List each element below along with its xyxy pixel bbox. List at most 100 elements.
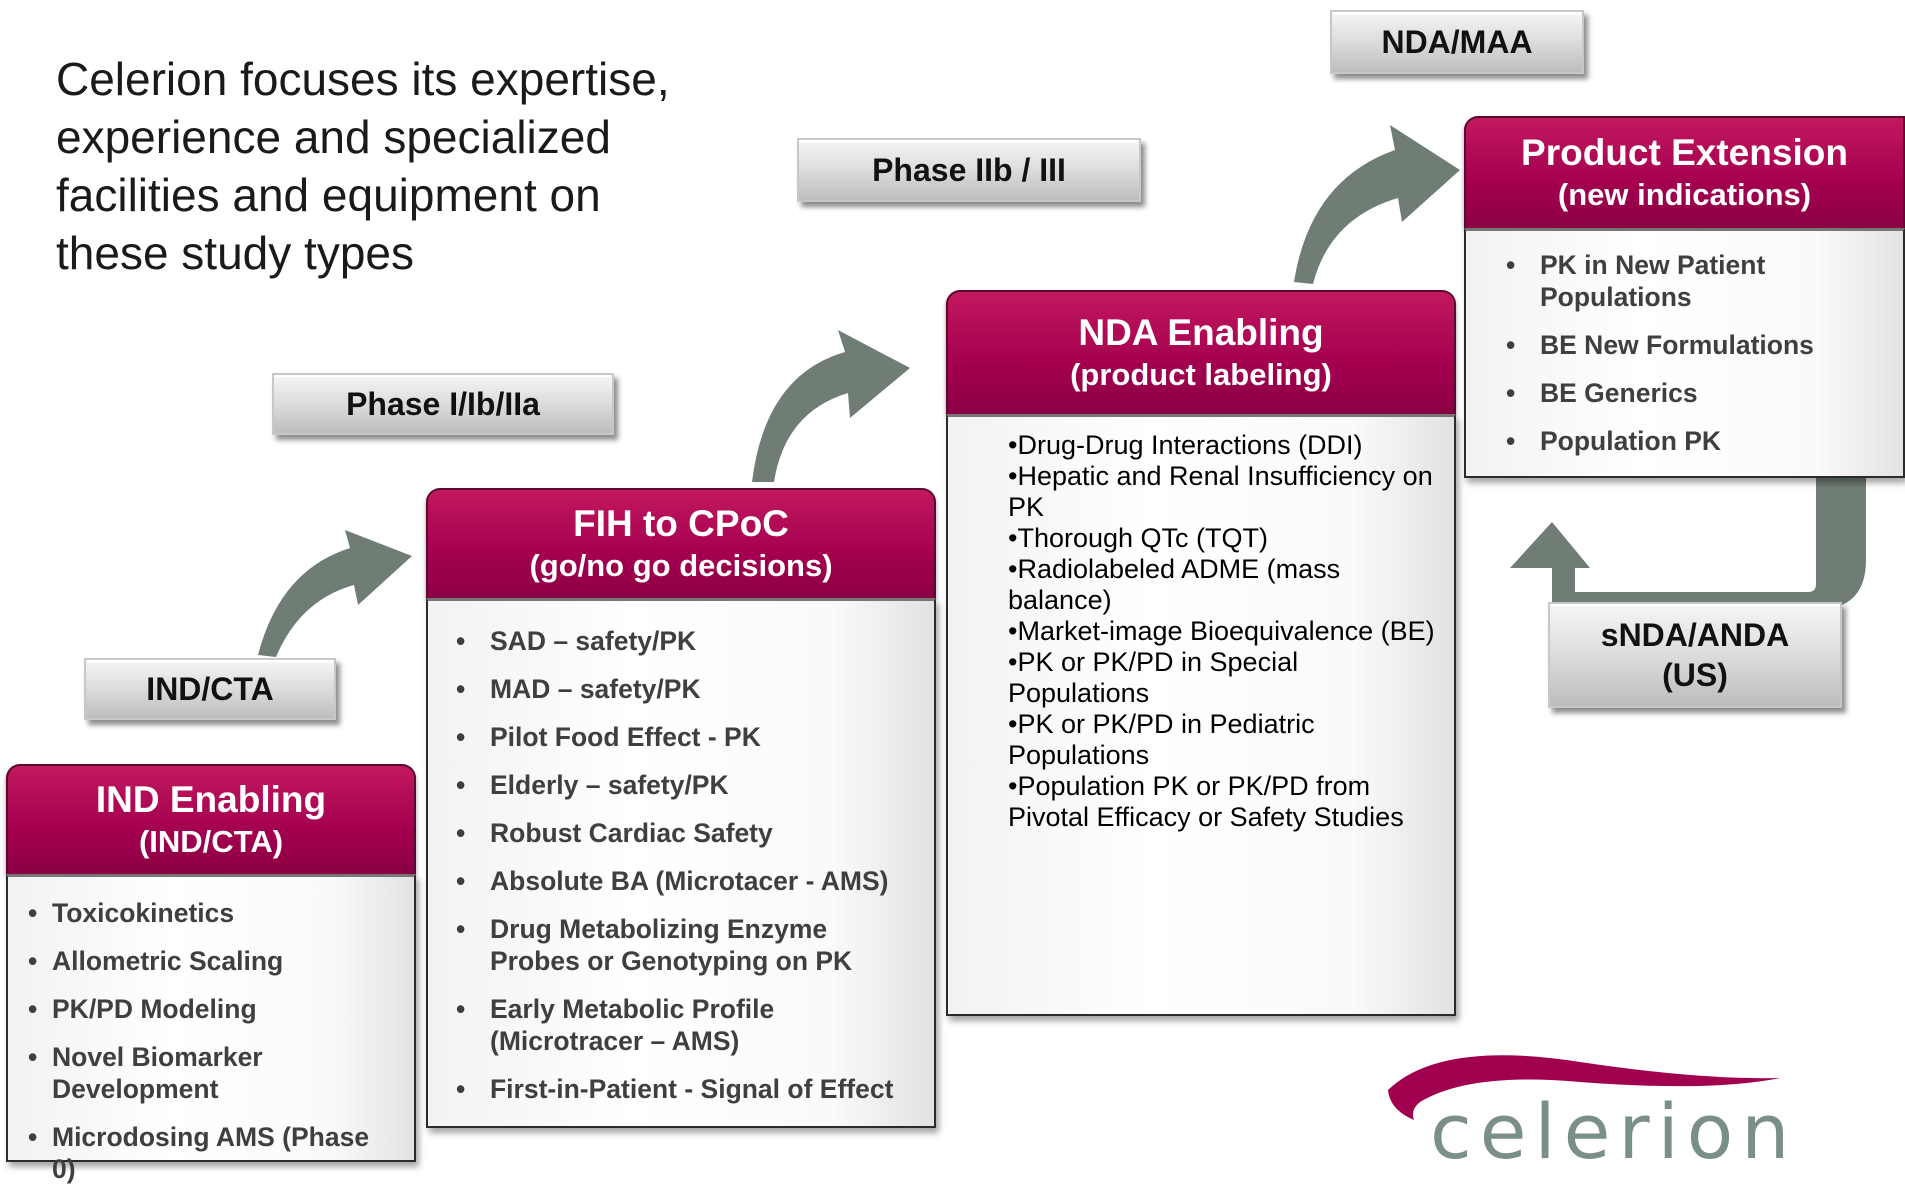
list-item: • BE New Formulations	[1506, 329, 1840, 361]
list-item-label: SAD – safety/PK	[490, 626, 697, 656]
card-fih-cpoc: FIH to CPoC (go/no go decisions) •SAD – …	[426, 488, 936, 1128]
list-item-label: Population PK or PK/PD from Pivotal Effi…	[1008, 771, 1404, 832]
card-title: Product Extension	[1521, 132, 1848, 173]
list-item-label: MAD – safety/PK	[490, 674, 701, 704]
list-item-label: Toxicokinetics	[52, 898, 235, 928]
bullet-icon: •	[456, 914, 466, 944]
intro-line: these study types	[56, 227, 414, 279]
bullet-icon: •	[28, 994, 38, 1024]
list-item: • Drug Metabolizing Enzyme Probes or Geno…	[456, 913, 920, 977]
bullet-icon: •	[456, 770, 466, 800]
intro-text: Celerion focuses its expertise, experien…	[56, 50, 736, 282]
list-item: •Population PK or PK/PD from Pivotal Eff…	[1008, 771, 1438, 833]
list-item-label: Pilot Food Effect - PK	[490, 722, 761, 752]
card-product-extension: Product Extension (new indications) •PK …	[1464, 116, 1905, 478]
list-item-label: PK in New Patient Populations	[1540, 250, 1766, 312]
logo-wordmark: celerion	[1430, 1087, 1797, 1162]
bullet-icon: •	[456, 818, 466, 848]
milestone-nda-maa: NDA/MAA	[1330, 10, 1584, 74]
list-item-label: Robust Cardiac Safety	[490, 818, 773, 848]
bullet-icon: •	[1008, 554, 1018, 584]
curved-arrow-icon	[752, 330, 910, 482]
bullet-icon: •	[28, 946, 38, 976]
milestone-phase1: Phase I/Ib/IIa	[272, 373, 614, 435]
list-item-label: PK or PK/PD in Special Populations	[1008, 647, 1299, 708]
milestone-phase3: Phase IIb / III	[797, 138, 1141, 202]
bullet-icon: •	[1008, 523, 1018, 553]
bullet-icon: •	[1008, 771, 1018, 801]
intro-line: experience and specialized	[56, 111, 611, 163]
logo-swoosh-icon	[1388, 1055, 1780, 1120]
list-item-label: First-in-Patient - Signal of Effect	[490, 1074, 894, 1104]
card-body	[946, 414, 1456, 1016]
bullet-icon: •	[28, 1042, 38, 1072]
study-list: • SAD – safety/PK • MAD – safety/PK • Pilot F…	[456, 625, 920, 1105]
list-item: • Robust Cardiac Safety	[456, 817, 920, 849]
list-item: • MAD – safety/PK	[456, 673, 920, 705]
list-item-label: BE New Formulations	[1540, 330, 1814, 360]
list-item: •Drug-Drug Interactions (DDI)	[1008, 430, 1438, 461]
celerion-logo: celerion	[1388, 1055, 1797, 1162]
bullet-icon: •	[1506, 426, 1516, 456]
milestone-ind-cta: IND/CTA	[84, 658, 336, 720]
bullet-icon: •	[1008, 461, 1018, 491]
bullet-icon: •	[1008, 616, 1018, 646]
card-header: NDA Enabling (product labeling)	[946, 290, 1456, 414]
list-item: •PK/PD Modeling	[28, 993, 392, 1025]
list-item: • SAD – safety/PK	[456, 625, 920, 657]
list-item-label: Hepatic and Renal Insufficiency on PK	[1008, 461, 1433, 522]
list-item: •Toxicokinetics	[28, 897, 392, 929]
milestone-snda-anda: sNDA/ANDA (US)	[1548, 602, 1842, 708]
list-item-label: Absolute BA (Microtacer - AMS)	[490, 866, 889, 896]
list-item: •Hepatic and Renal Insufficiency on PK	[1008, 461, 1438, 523]
card-body: •PK in New Patient Populations•BE New Fo…	[1464, 228, 1905, 478]
bullet-icon: •	[456, 626, 466, 656]
return-arrow-icon	[1510, 478, 1866, 610]
bullet-icon: •	[1506, 378, 1516, 408]
card-subtitle: (product labeling)	[1070, 357, 1332, 392]
list-item-label: PK or PK/PD in Pediatric Populations	[1008, 709, 1315, 770]
list-item: •Allometric Scaling	[28, 945, 392, 977]
list-item: •Novel Biomarker Development	[28, 1041, 392, 1105]
list-item-label: Market-image Bioequivalence (BE)	[1017, 616, 1435, 646]
list-item-label: Population PK	[1540, 426, 1722, 456]
card-body: •Toxicokinetics•Allometric Scaling•PK/PD…	[6, 874, 416, 1184]
list-item: •PK or PK/PD in Pediatric Populations	[1008, 709, 1438, 771]
study-list: •Toxicokinetics•Allometric Scaling•PK/PD…	[28, 897, 392, 1185]
intro-line: Celerion focuses its expertise,	[56, 53, 670, 105]
study-list: •Drug-Drug Interactions (DDI)•Hepatic an…	[1008, 430, 1438, 833]
bullet-icon: •	[456, 1074, 466, 1104]
bullet-icon: •	[1506, 330, 1516, 360]
list-item: • Pilot Food Effect - PK	[456, 721, 920, 753]
list-item: •PK in New Patient Populations	[1506, 249, 1840, 313]
bullet-icon: •	[456, 866, 466, 896]
list-item-label: Radiolabeled ADME (mass balance)	[1008, 554, 1341, 615]
card-title: IND Enabling	[95, 779, 327, 820]
bullet-icon: •	[456, 722, 466, 752]
card-header: Product Extension (new indications)	[1464, 116, 1905, 228]
card-subtitle: (IND/CTA)	[138, 824, 284, 859]
list-item-label: Early Metabolic Profile (Microtracer – A…	[490, 994, 775, 1056]
card-body: • SAD – safety/PK • MAD – safety/PK • Pilot F…	[426, 598, 936, 1128]
list-item: •Radiolabeled ADME (mass balance)	[1008, 554, 1438, 616]
list-item-label: BE Generics	[1540, 378, 1698, 408]
bullet-icon: •	[456, 674, 466, 704]
list-item-label: Elderly – safety/PK	[490, 770, 729, 800]
list-item: •Thorough QTc (TQT)	[1008, 523, 1438, 554]
list-item: • Population PK	[1506, 425, 1840, 457]
list-item-label: Microdosing AMS (Phase 0)	[52, 1122, 370, 1184]
bullet-icon: •	[1008, 430, 1018, 460]
bullet-icon: •	[1008, 709, 1018, 739]
card-title: NDA Enabling	[1078, 312, 1324, 353]
list-item: •Market-image Bioequivalence (BE)	[1008, 616, 1438, 647]
card-ind-enabling: IND Enabling (IND/CTA) •Toxicokinetics•A…	[6, 764, 416, 1184]
snda-label: sNDA/ANDA	[1600, 617, 1790, 653]
bullet-icon: •	[1008, 647, 1018, 677]
list-item-label: Drug Metabolizing Enzyme Probes or Genot…	[490, 914, 853, 976]
list-item: •PK or PK/PD in Special Populations	[1008, 647, 1438, 709]
intro-line: facilities and equipment on	[56, 169, 601, 221]
list-item: •Early Metabolic Profile (Microtracer – …	[456, 993, 920, 1057]
curved-arrow-icon	[258, 530, 412, 657]
snda-label-us: (US)	[1662, 657, 1728, 693]
curved-arrow-icon	[1294, 125, 1460, 284]
